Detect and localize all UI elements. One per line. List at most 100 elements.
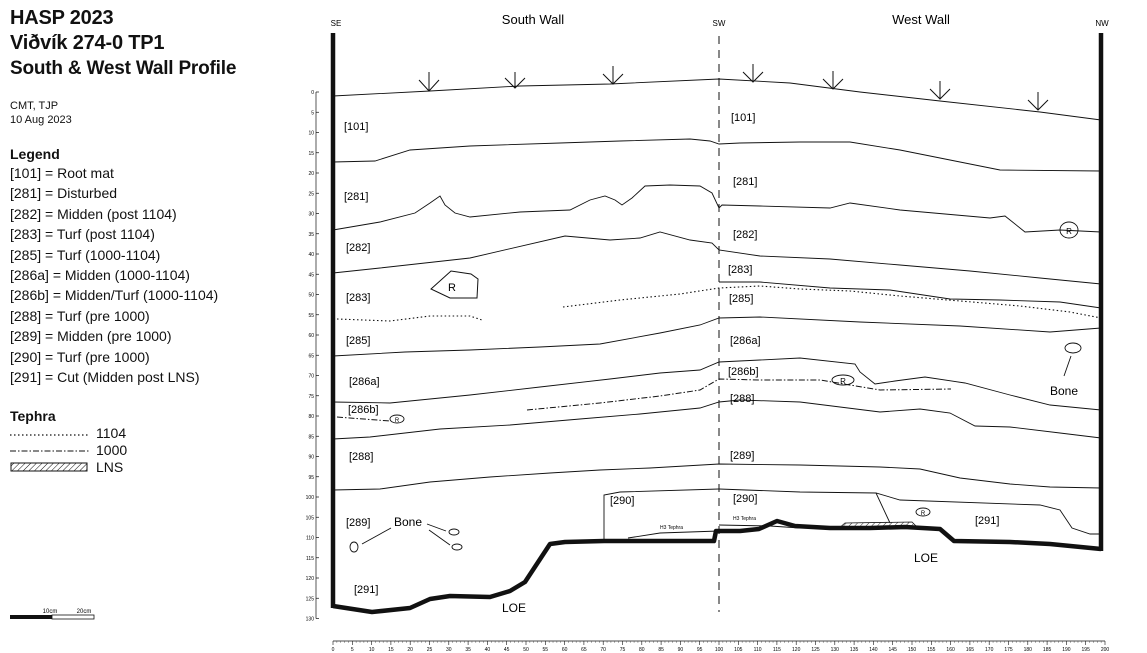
h3-tephra-label: H3 Tephra	[660, 525, 683, 531]
sidebar: HASP 2023 Viðvík 274-0 TP1 South & West …	[10, 6, 300, 476]
x-tick-label: 30	[446, 647, 452, 653]
depth-tick-label: 45	[308, 272, 314, 278]
turf-surface-arrows	[418, 64, 1049, 111]
context-label: [101]	[731, 112, 755, 124]
stratum-101-base	[332, 138, 1102, 172]
rock-outline	[1059, 221, 1079, 239]
hatched-box-icon	[10, 462, 88, 472]
stratum-290-outline-south	[603, 488, 720, 539]
legend-item: [289] = Midden (pre 1000)	[10, 328, 172, 345]
x-tick-label: 120	[792, 647, 801, 653]
title-line-1: HASP 2023	[10, 7, 114, 29]
bone-pointers	[361, 523, 451, 546]
x-tick-label: 160	[946, 647, 955, 653]
h3-tephra-line-south	[627, 530, 720, 539]
limit-of-excavation-line	[332, 518, 1102, 615]
context-label: [286b]	[348, 404, 379, 416]
legend-item: [286b] = Midden/Turf (1000-1104)	[10, 287, 219, 304]
context-label: [289]	[730, 450, 754, 462]
x-tick-label: 75	[620, 647, 626, 653]
bone-outline	[451, 543, 463, 551]
tephra-1000-south	[336, 416, 391, 422]
rock-label: R	[448, 282, 456, 294]
corner-label-se: SE	[331, 19, 342, 28]
x-tick-label: 85	[658, 647, 664, 653]
depth-tick-label: 120	[306, 576, 315, 582]
stratum-286a-base	[332, 357, 1102, 411]
rock-label: R	[840, 377, 846, 386]
x-tick-label: 115	[773, 647, 781, 653]
x-tick-label: 5	[351, 647, 354, 653]
depth-tick-label: 5	[311, 110, 314, 116]
x-tick-label: 40	[485, 647, 491, 653]
x-tick-label: 200	[1101, 647, 1110, 653]
context-label: [288]	[349, 451, 373, 463]
legend-item: [283] = Turf (post 1104)	[10, 226, 155, 243]
depth-tick-label: 15	[308, 151, 314, 157]
context-label: [291]	[975, 515, 999, 527]
stratum-286b-base	[332, 399, 1102, 440]
depth-tick-label: 95	[308, 475, 314, 481]
x-tick-label: 90	[678, 647, 684, 653]
rock-label: R	[921, 511, 926, 517]
depth-tick-label: 50	[308, 293, 314, 299]
x-tick-label: 45	[504, 647, 510, 653]
depth-tick-label: 20	[308, 171, 314, 177]
x-tick-label: 175	[1004, 647, 1013, 653]
strata-lines	[332, 78, 1102, 539]
depth-tick-label: 85	[308, 434, 314, 440]
rock-outline	[430, 270, 479, 299]
context-label: [288]	[730, 393, 754, 405]
context-label: [285]	[346, 335, 370, 347]
context-label: [286a]	[349, 376, 380, 388]
rock-label: R	[1066, 227, 1072, 236]
bone-label: Bone	[394, 515, 422, 529]
context-label: [101]	[344, 121, 368, 133]
x-tick-label: 0	[332, 647, 335, 653]
depth-tick-label: 30	[308, 212, 314, 218]
x-tick-label: 155	[927, 647, 936, 653]
depth-tick-label: 80	[308, 414, 314, 420]
x-tick-label: 180	[1024, 647, 1033, 653]
south-context-labels: [101] [281] [282] [283] [285] [286a] [28…	[344, 121, 634, 596]
legend-item: [290] = Turf (pre 1000)	[10, 348, 150, 365]
bone-pointer	[1063, 355, 1072, 377]
x-tick-label: 110	[754, 647, 762, 653]
feature-291-line	[875, 492, 891, 524]
context-label: [286a]	[730, 335, 761, 347]
context-label: [291]	[354, 584, 378, 596]
x-tick-label: 145	[889, 647, 898, 653]
context-label: [290]	[733, 493, 757, 505]
legend-item: [285] = Turf (1000-1104)	[10, 246, 161, 263]
bone-outline	[1064, 342, 1082, 354]
depth-tick-label: 115	[306, 556, 314, 562]
depth-tick-label: 130	[306, 617, 315, 623]
x-tick-label: 130	[831, 647, 840, 653]
depth-tick-label: 100	[306, 495, 315, 501]
legend-item: [286a] = Midden (1000-1104)	[10, 267, 190, 284]
x-tick-label: 105	[734, 647, 743, 653]
depth-tick-label: 105	[306, 515, 315, 521]
context-label: [281]	[344, 191, 368, 203]
tephra-1104-south	[336, 315, 483, 322]
meta: CMT, TJP 10 Aug 2023	[10, 99, 300, 127]
scale-bar: 10cm 20cm	[10, 609, 95, 620]
dash-dot-line-icon	[10, 450, 90, 453]
depth-tick-label: 75	[308, 394, 314, 400]
x-tick-label: 125	[811, 647, 820, 653]
dotted-line-icon	[10, 434, 90, 437]
date: 10 Aug 2023	[10, 114, 72, 126]
depth-tick-label: 65	[308, 353, 314, 359]
x-tick-label: 140	[869, 647, 878, 653]
tephra-title: Tephra	[10, 408, 56, 425]
tephra-label: 1104	[96, 425, 127, 442]
legend-title: Legend	[10, 146, 60, 162]
context-label: [286b]	[728, 366, 759, 378]
tephra-item-1000: 1000	[10, 442, 300, 459]
x-tick-label: 25	[427, 647, 433, 653]
tephra-1000-mid	[526, 378, 952, 411]
stratum-288-base	[332, 463, 1102, 491]
rock-label: R	[395, 418, 400, 424]
